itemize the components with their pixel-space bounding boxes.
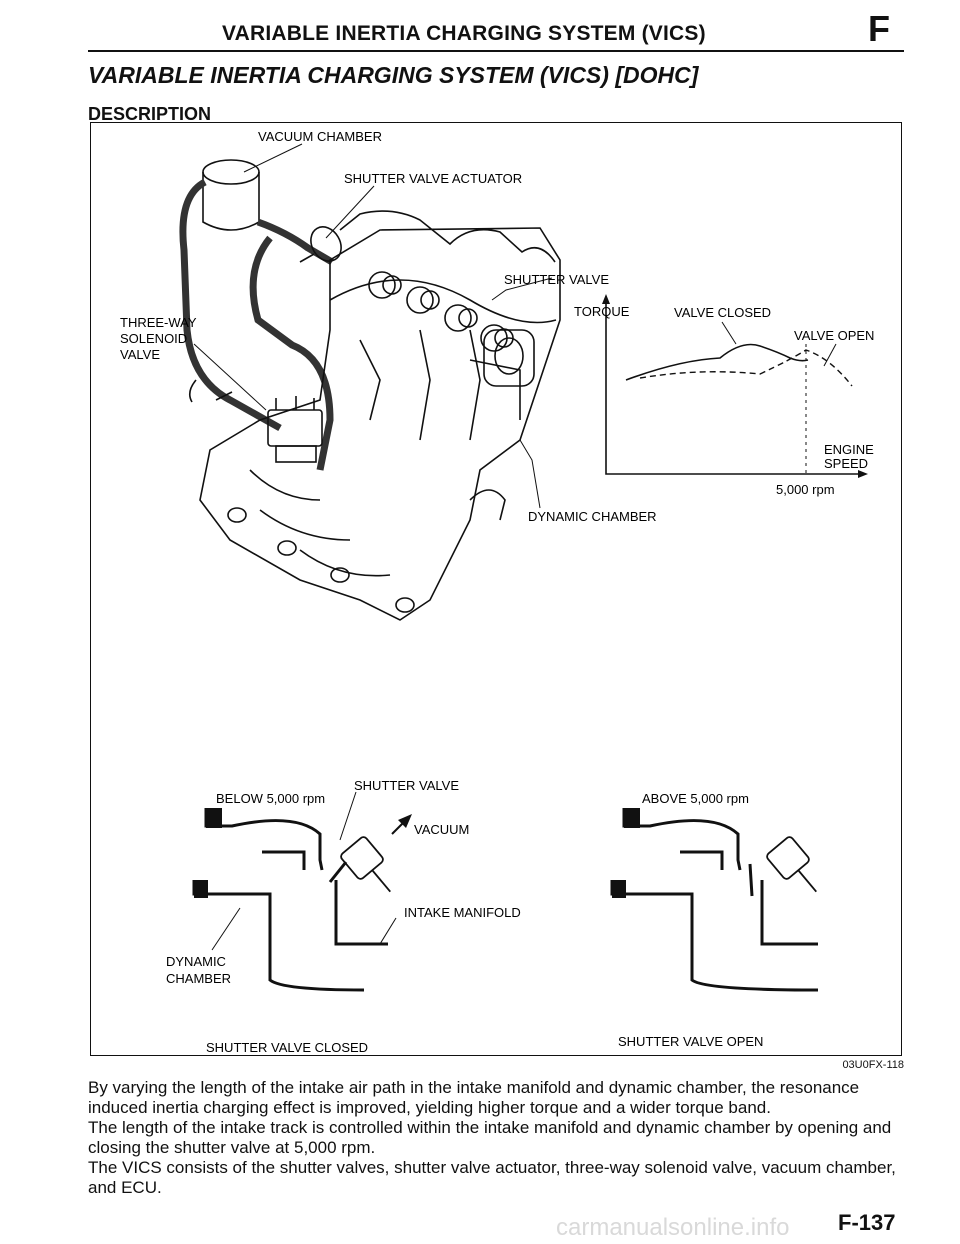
right-shutter-disc-open (748, 863, 754, 897)
figure-code: 03U0FX-118 (842, 1059, 904, 1071)
shutter-closed-caption: SHUTTER VALVE CLOSED (206, 1040, 368, 1055)
graph-switch-point: 5,000 rpm (776, 482, 835, 497)
left-manifold-leader (379, 917, 397, 945)
label-three-way-2: SOLENOID (120, 331, 187, 346)
graph-valve-open: VALVE OPEN (794, 328, 874, 343)
engine-labels: VACUUM CHAMBER SHUTTER VALVE ACTUATOR SH… (120, 129, 657, 524)
torque-axis (605, 300, 865, 475)
paragraph-1: By varying the length of the intake air … (88, 1078, 860, 1117)
paragraph-3: The VICS consists of the shutter valves,… (88, 1158, 896, 1197)
label-shutter-valve: SHUTTER VALVE (504, 272, 609, 287)
right-manifold-port (760, 880, 818, 946)
vacuum-hose-3 (249, 235, 334, 471)
right-upper-duct (622, 808, 742, 871)
engine-illustration (179, 159, 561, 621)
left-lower-duct (192, 880, 365, 992)
left-block-top (206, 808, 222, 828)
description-text: By varying the length of the intake air … (88, 1078, 906, 1198)
left-actuator (340, 836, 391, 893)
right-cross-section: ABOVE 5,000 rpm SHUTTER VALVE OPEN (610, 791, 819, 1049)
right-block-top (624, 808, 640, 828)
x-axis-arrow (858, 470, 868, 478)
vacuum-label: VACUUM (414, 822, 469, 837)
y-axis-arrow (602, 294, 610, 304)
section-letter: F (868, 8, 890, 49)
label-dynamic-chamber: DYNAMIC CHAMBER (528, 509, 657, 524)
actuator-shape (299, 226, 342, 263)
left-dynamic-leader (211, 907, 241, 951)
manifold-body (199, 210, 561, 621)
above-5000-label: ABOVE 5,000 rpm (642, 791, 749, 806)
left-manifold-port (334, 880, 388, 946)
page-title: VARIABLE INERTIA CHARGING SYSTEM (VICS) … (88, 62, 699, 88)
left-shutter-leader (339, 791, 357, 841)
vacuum-hose-2 (256, 218, 334, 266)
leader-lines (193, 143, 553, 509)
shutter-open-caption: SHUTTER VALVE OPEN (618, 1034, 763, 1049)
graph-x-label-2: SPEED (824, 456, 868, 471)
label-vacuum-chamber: VACUUM CHAMBER (258, 129, 382, 144)
solenoid-valve-block (267, 396, 323, 463)
left-block-bottom (194, 880, 208, 898)
label-three-way-1: THREE-WAY (120, 315, 197, 330)
vacuum-arrow-head (398, 814, 412, 828)
figure-frame (90, 122, 902, 1056)
vacuum-hose (179, 178, 282, 432)
left-shutter-valve-label: SHUTTER VALVE (354, 778, 459, 793)
left-cross-section: BELOW 5,000 rpm SHUTTER VALVE VACUUM INT… (166, 778, 521, 1055)
header-rule (88, 50, 904, 52)
torque-graph: TORQUE VALVE CLOSED VALVE OPEN ENGINE SP… (574, 294, 874, 497)
closed-leader (721, 321, 737, 345)
below-5000-label: BELOW 5,000 rpm (216, 791, 325, 806)
graph-y-label: TORQUE (574, 304, 630, 319)
graph-x-label-1: ENGINE (824, 442, 874, 457)
dynamic-chamber-label-1: DYNAMIC (166, 954, 226, 969)
page-number: F-137 (838, 1210, 896, 1235)
running-header: VARIABLE INERTIA CHARGING SYSTEM (VICS) (222, 22, 706, 45)
label-three-way-3: VALVE (120, 347, 160, 362)
left-inner-wall (262, 850, 306, 870)
valve-open-curve (639, 349, 853, 387)
vacuum-chamber-canister (202, 159, 260, 231)
dynamic-chamber-label-2: CHAMBER (166, 971, 231, 986)
valve-closed-curve (625, 343, 809, 381)
watermark: carmanualsonline.info (556, 1214, 790, 1241)
label-shutter-valve-actuator: SHUTTER VALVE ACTUATOR (344, 171, 522, 186)
graph-valve-closed: VALVE CLOSED (674, 305, 771, 320)
open-leader (823, 343, 837, 367)
intake-manifold-label: INTAKE MANIFOLD (404, 905, 521, 920)
right-lower-duct (610, 880, 819, 992)
paragraph-2: The length of the intake track is contro… (88, 1118, 892, 1157)
bracket (188, 379, 233, 403)
left-upper-duct (204, 808, 324, 871)
right-inner-wall (680, 850, 724, 870)
right-actuator (766, 836, 817, 893)
right-block-bottom (612, 880, 626, 898)
section-heading: DESCRIPTION (88, 104, 212, 124)
left-shutter-disc-closed (328, 861, 348, 883)
